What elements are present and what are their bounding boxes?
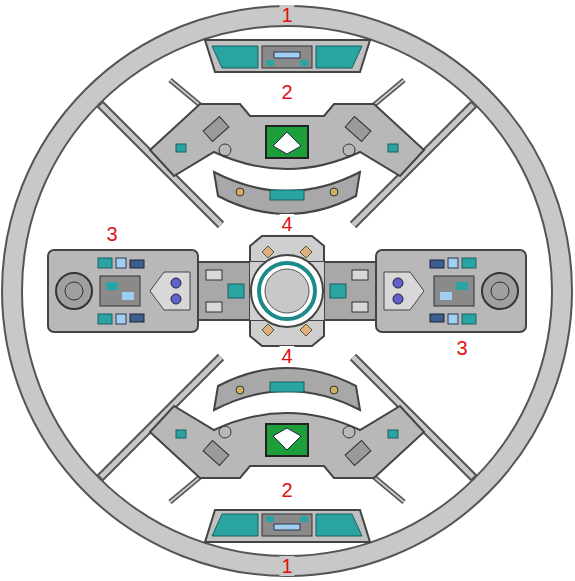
- callout-number: 4: [279, 214, 294, 234]
- callout-number: 2: [279, 480, 294, 500]
- callout-number: 3: [104, 224, 119, 244]
- callout-number: 3: [454, 338, 469, 358]
- callout-number: 1: [279, 556, 294, 576]
- callout-number: 2: [279, 82, 294, 102]
- callout-number: 4: [279, 346, 294, 366]
- callout-number: 1: [279, 5, 294, 25]
